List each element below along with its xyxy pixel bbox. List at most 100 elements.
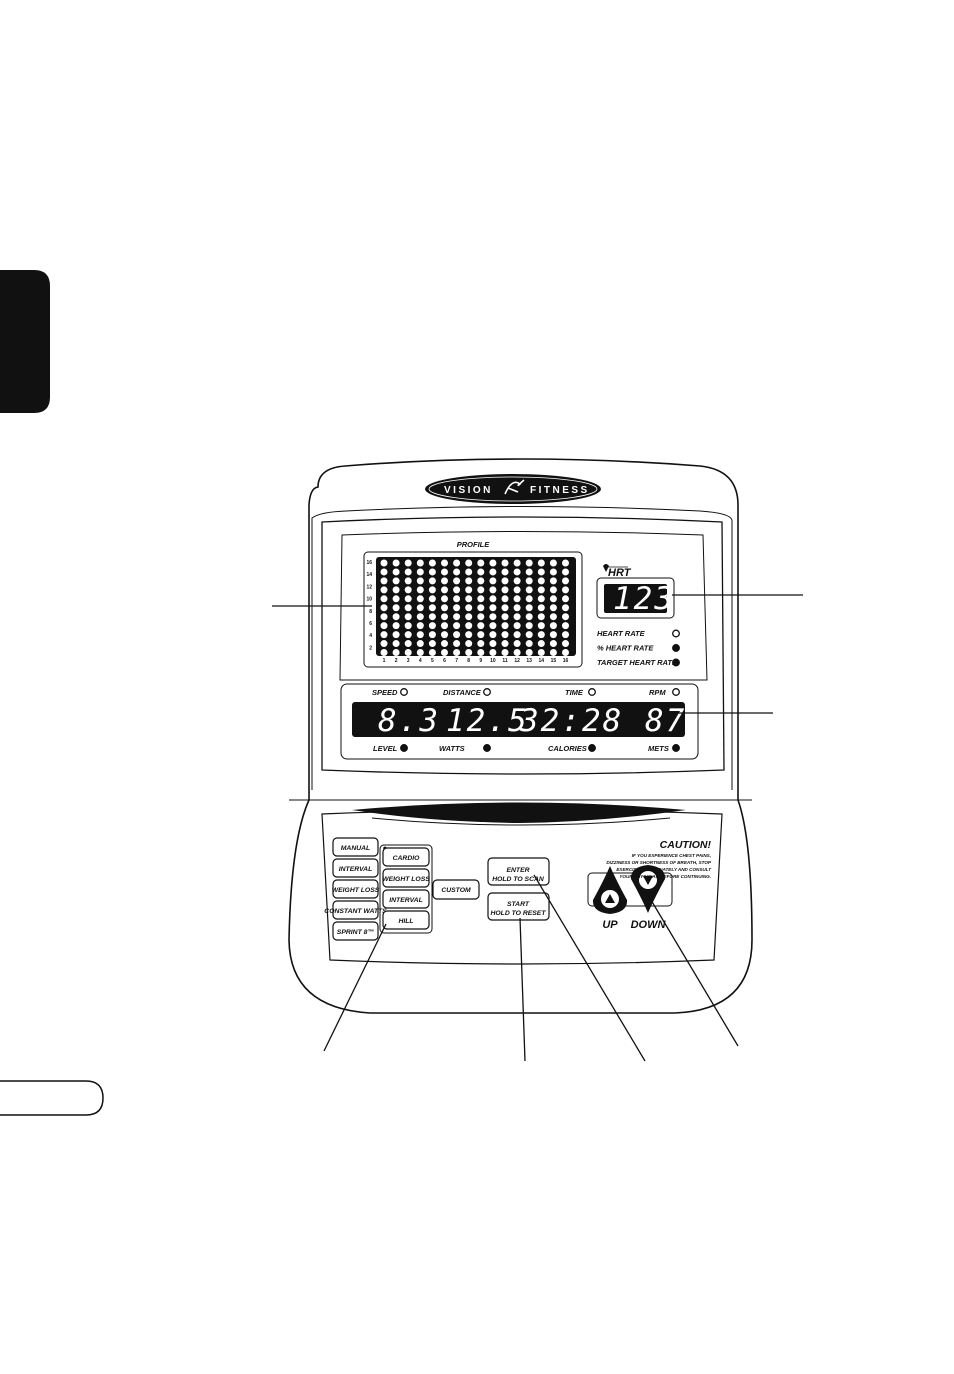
profile-dot xyxy=(562,586,569,594)
profile-dot xyxy=(380,577,388,585)
profile-dot xyxy=(537,649,545,656)
profile-dot xyxy=(428,604,436,612)
program-button[interactable]: WEIGHT LOSS xyxy=(332,879,380,899)
program-button[interactable]: MANUAL xyxy=(332,837,379,857)
profile-dot xyxy=(501,586,509,594)
caution-line: DIZZINESS OR SHORTNESS OF BREATH, STOP xyxy=(606,860,712,865)
profile-dot xyxy=(562,568,569,576)
display-inner-frame xyxy=(339,531,708,681)
start-button[interactable]: START HOLD TO RESET xyxy=(487,892,550,921)
profile-dot xyxy=(404,631,412,639)
profile-dot xyxy=(489,568,497,576)
hrt-program-button[interactable]: CARDIO xyxy=(382,847,430,867)
heart-indicator-led xyxy=(672,644,680,652)
profile-dot xyxy=(428,577,436,585)
profile-y-label: 6 xyxy=(369,621,372,627)
heart-indicator-label: HEART RATE xyxy=(597,629,646,638)
down-button[interactable] xyxy=(630,865,666,913)
profile-dot xyxy=(404,604,412,612)
hrt-program-button[interactable]: HILL xyxy=(382,910,430,930)
profile-dot xyxy=(453,586,461,594)
profile-dot xyxy=(562,649,569,656)
profile-dot xyxy=(477,649,485,656)
hrt-program-button[interactable]: INTERVAL xyxy=(382,889,430,909)
profile-dot xyxy=(562,631,569,639)
profile-dot xyxy=(453,640,461,648)
heart-icon xyxy=(603,564,609,572)
hrt-logo: HRT xyxy=(603,564,632,579)
profile-dot xyxy=(477,586,485,594)
profile-dot xyxy=(501,640,509,648)
profile-dot xyxy=(477,631,485,639)
profile-dot xyxy=(465,649,473,656)
profile-dot xyxy=(501,559,509,567)
start-button-sub: HOLD TO RESET xyxy=(490,910,546,917)
custom-button-label: CUSTOM xyxy=(441,887,471,894)
program-button[interactable]: CONSTANT WATTS xyxy=(324,900,387,920)
profile-dot xyxy=(465,568,473,576)
profile-dot xyxy=(513,577,521,585)
hrt-program-button[interactable]: WEIGHT LOSS xyxy=(382,868,430,888)
profile-dot xyxy=(537,586,545,594)
readout-bottom-label: LEVEL xyxy=(373,744,398,753)
readout-value: 87 xyxy=(645,703,686,739)
profile-dot xyxy=(416,622,424,630)
callout-lines xyxy=(272,594,803,1062)
down-label: DOWN xyxy=(631,919,667,931)
profile-dot xyxy=(513,631,521,639)
brand-logo: VISION FITNESS xyxy=(425,474,601,504)
program-button[interactable]: SPRINT 8™ xyxy=(332,921,379,941)
profile-dot xyxy=(416,586,424,594)
profile-dot xyxy=(549,577,557,585)
profile-dot xyxy=(465,613,473,621)
profile-dot xyxy=(380,613,388,621)
callout-start xyxy=(519,917,526,1062)
profile-dot xyxy=(404,559,412,567)
readout-bottom-label: CALORIES xyxy=(548,744,587,753)
profile-dot xyxy=(537,622,545,630)
profile-dot xyxy=(477,622,485,630)
profile-dot xyxy=(416,613,424,621)
enter-button-label: ENTER xyxy=(506,867,529,874)
profile-dot xyxy=(380,595,388,603)
profile-x-label: 3 xyxy=(407,658,410,664)
profile-dot xyxy=(562,640,569,648)
profile-dot xyxy=(404,586,412,594)
profile-dot xyxy=(489,622,497,630)
enter-button[interactable]: ENTER HOLD TO SCAN xyxy=(487,857,550,886)
profile-dot xyxy=(380,631,388,639)
profile-dot xyxy=(477,559,485,567)
profile-dot xyxy=(537,613,545,621)
profile-dot xyxy=(441,604,448,612)
custom-button[interactable]: CUSTOM xyxy=(432,879,480,900)
profile-dot xyxy=(453,604,461,612)
profile-dot xyxy=(392,622,400,630)
profile-dot xyxy=(441,622,448,630)
profile-y-label: 14 xyxy=(366,572,372,578)
profile-dot xyxy=(428,649,436,656)
profile-dot xyxy=(477,604,485,612)
profile-dot xyxy=(441,613,448,621)
profile-dot xyxy=(549,631,557,639)
profile-dot xyxy=(549,568,557,576)
profile-dot xyxy=(525,613,533,621)
program-button[interactable]: INTERVAL xyxy=(332,858,379,878)
profile-dot xyxy=(380,604,388,612)
profile-dot xyxy=(392,559,400,567)
profile-dot xyxy=(392,631,400,639)
profile-dot xyxy=(477,577,485,585)
profile-dot xyxy=(380,622,388,630)
profile-dot xyxy=(392,586,400,594)
profile-dot xyxy=(549,559,557,567)
profile-y-label: 16 xyxy=(366,560,372,566)
callout-hrt-programs xyxy=(323,923,387,1052)
profile-dot xyxy=(477,595,485,603)
profile-dot xyxy=(380,586,388,594)
profile-dot xyxy=(477,568,485,576)
profile-dot xyxy=(549,649,557,656)
up-button[interactable] xyxy=(592,866,628,914)
profile-y-label: 8 xyxy=(369,609,372,615)
